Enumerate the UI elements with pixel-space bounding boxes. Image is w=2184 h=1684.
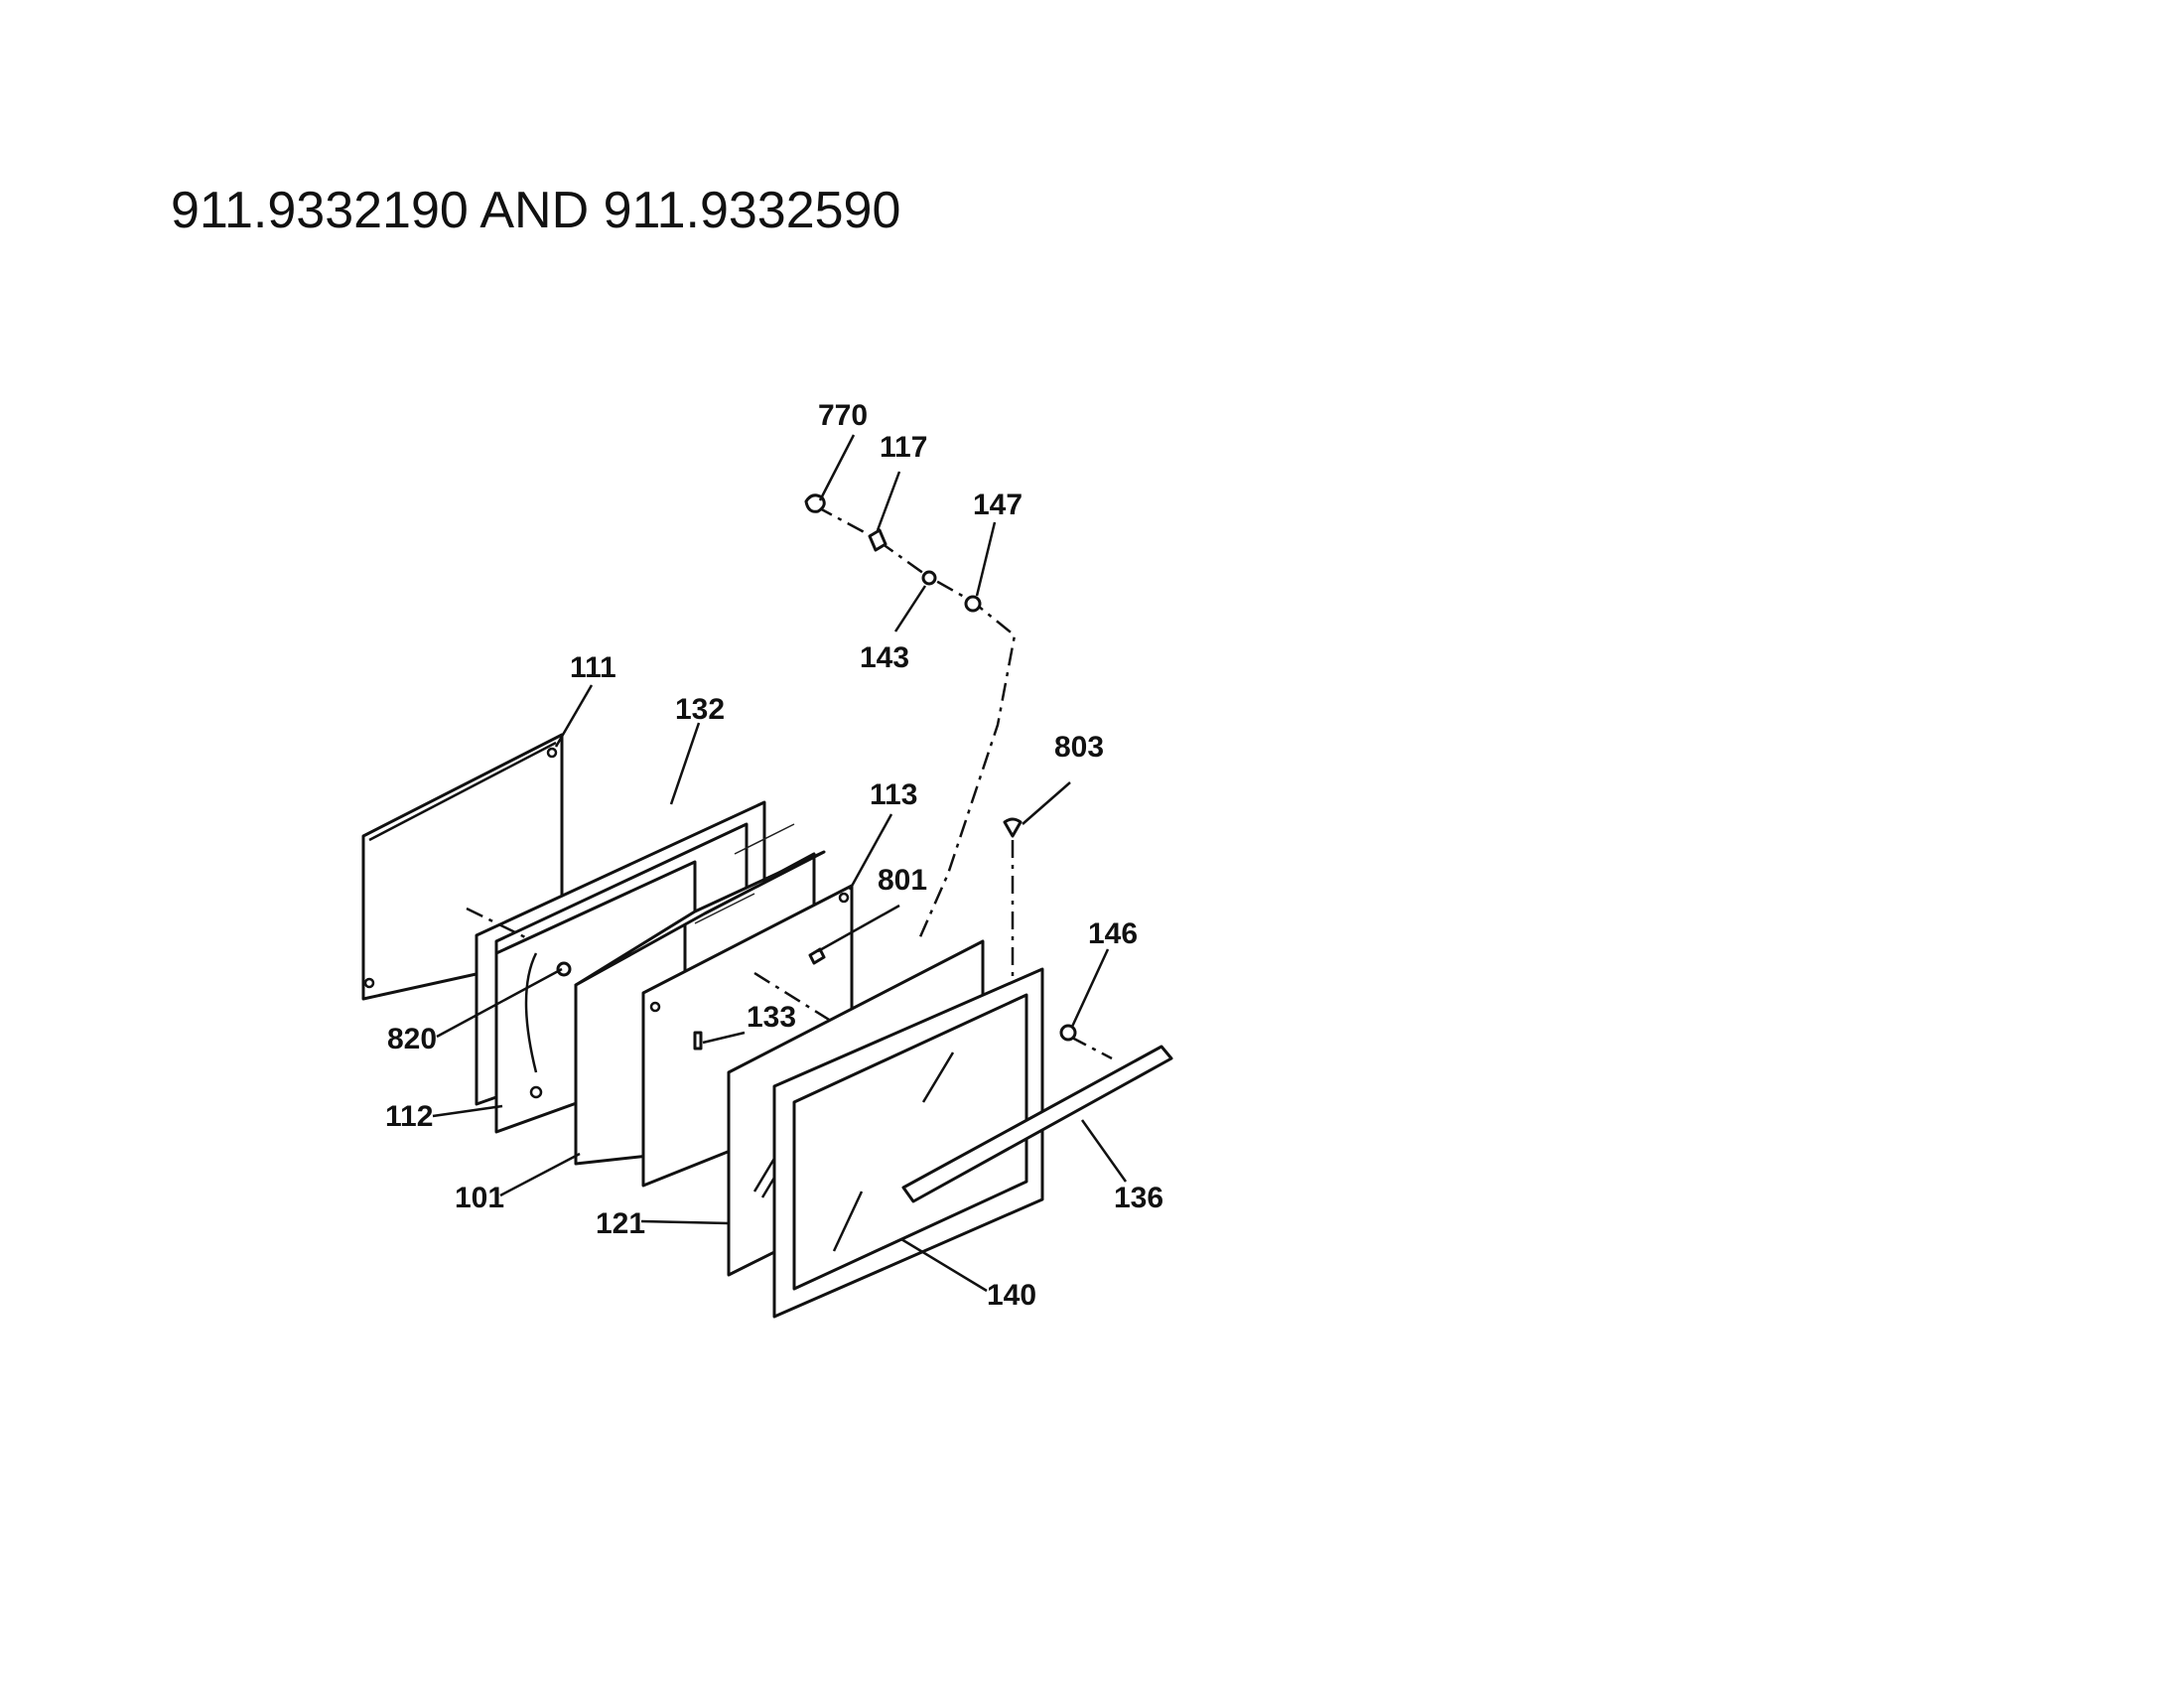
- part-803-screw: [1003, 817, 1023, 838]
- part-143-washer: [921, 570, 937, 586]
- callout-803: 803: [1054, 731, 1104, 764]
- callout-820: 820: [387, 1023, 437, 1055]
- callout-117: 117: [880, 431, 927, 464]
- hinge-hardware-group: [804, 493, 1017, 942]
- callout-113: 113: [870, 778, 917, 811]
- part-146-nut: [1059, 1024, 1077, 1042]
- part-136-handle: [901, 1035, 1173, 1203]
- callout-112: 112: [385, 1100, 433, 1133]
- leader-lines: [432, 434, 1128, 1293]
- callout-143: 143: [860, 641, 909, 674]
- callout-770: 770: [818, 399, 868, 432]
- callout-140: 140: [987, 1279, 1036, 1312]
- part-801-screw: [808, 947, 826, 965]
- part-140-door-frame: [772, 967, 1044, 1319]
- callout-labels: 770 117 147 143 111 132 113 803 801 146 …: [385, 399, 1163, 1312]
- callout-111: 111: [570, 651, 616, 684]
- part-820-screw: [556, 961, 572, 977]
- callout-132: 132: [675, 693, 725, 726]
- callout-121: 121: [596, 1207, 645, 1240]
- part-133-clip: [693, 1031, 703, 1051]
- callout-133: 133: [747, 1001, 796, 1034]
- callout-146: 146: [1088, 917, 1138, 950]
- callout-147: 147: [973, 489, 1023, 521]
- callout-136: 136: [1114, 1182, 1163, 1214]
- part-147-washer: [964, 595, 982, 613]
- part-117-bracket: [868, 528, 887, 552]
- callout-801: 801: [878, 864, 927, 897]
- diagram-title: 911.9332190 AND 911.9332590: [171, 182, 901, 239]
- callout-101: 101: [455, 1182, 504, 1214]
